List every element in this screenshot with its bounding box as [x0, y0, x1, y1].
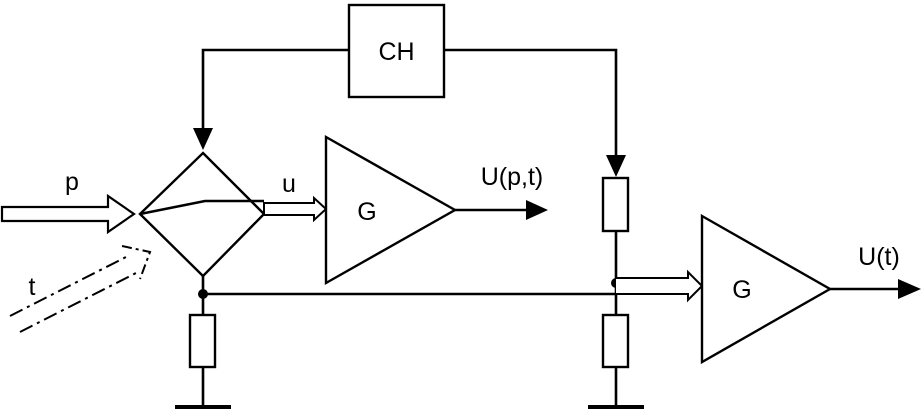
amplifier-2: G: [700, 213, 833, 365]
output-2-arrowhead: [898, 279, 921, 299]
feedback-line-left: [201, 48, 349, 128]
amplifier-1-label: G: [357, 198, 376, 226]
ch-label: CH: [378, 38, 414, 66]
input-t-arrow: [9, 245, 152, 333]
resistor-left-lower: [188, 313, 217, 369]
feedback-arrow-left: [193, 128, 213, 150]
amplifier-2-label: G: [732, 276, 751, 304]
input-t-label: t: [29, 273, 36, 301]
amp2-input-arrow: [616, 269, 704, 303]
feedback-line-right: [444, 48, 618, 155]
input-p-arrow: [0, 193, 136, 235]
sensor-bridge: [138, 151, 266, 278]
ch-block: CH: [347, 3, 446, 99]
feedback-arrow-right: [606, 155, 626, 177]
output-1-label: U(p,t): [481, 163, 544, 191]
output-1-arrowhead: [526, 200, 548, 220]
u-label: u: [282, 170, 296, 198]
resistor-right-lower: [601, 313, 630, 369]
output-2-label: U(t): [858, 243, 900, 271]
resistor-right-upper: [601, 176, 630, 233]
input-p-label: p: [65, 168, 79, 196]
amplifier-1: G: [324, 134, 458, 286]
u-signal-arrow: [263, 195, 328, 223]
